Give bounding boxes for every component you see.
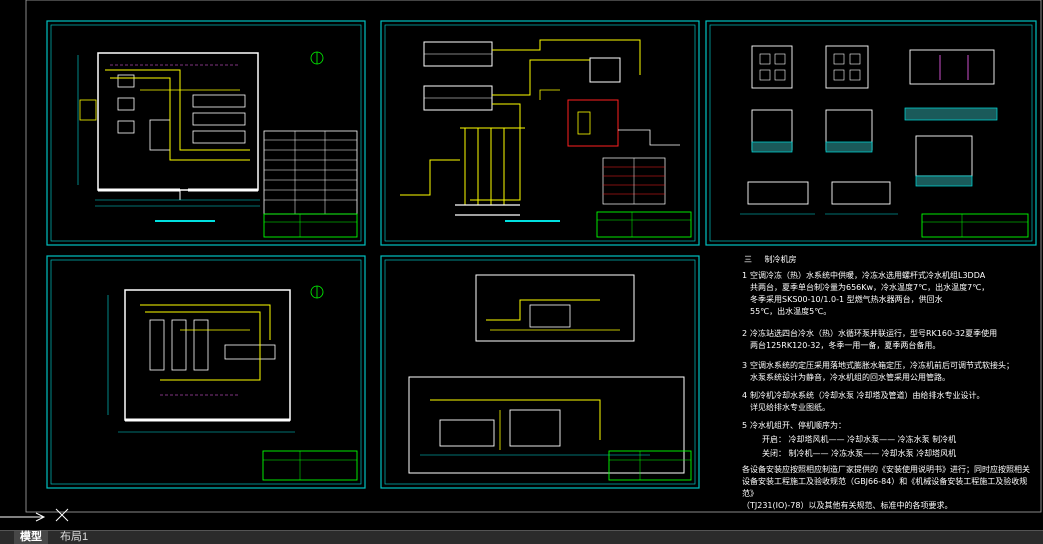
sheet-sections[interactable] (380, 255, 700, 489)
note-item-4: 4 制冷机冷却水系统（冷却水泵 冷却塔及管道）由给排水专业设计。 详见给排水专业… (742, 391, 985, 412)
ucs-axis-icon (0, 508, 69, 522)
notes-section-title: 制冷机房 (764, 255, 797, 264)
outer-frame (25, 0, 1042, 513)
note-item-1: 1 空调冷冻（热）水系统中供暖，冷冻水选用螺杆式冷水机组L3DDA 共两台，夏季… (742, 271, 990, 316)
general-notes: 三 制冷机房 1 空调冷冻（热）水系统中供暖，冷冻水选用螺杆式冷水机组L3DDA… (738, 254, 1038, 516)
notes-section-number: 三 (744, 255, 752, 264)
north-arrow-icon (310, 51, 324, 65)
note-item-3: 3 空调水系统的定压采用落地式膨胀水箱定压，冷冻机前后可调节式软接头； 水泵系统… (742, 361, 1014, 382)
drawing-canvas[interactable] (0, 0, 1043, 530)
sheet-details[interactable] (705, 20, 1037, 246)
note-item-5: 5 冷水机组开、停机顺序为： (742, 421, 846, 430)
shutdown-sequence: 关闭： 制冷机—— 冷冻水泵—— 冷却水泵 冷却塔风机 (762, 449, 957, 458)
sheet-plan-2[interactable] (46, 255, 366, 489)
sheet-schematic[interactable] (380, 20, 700, 246)
tab-layout-1[interactable]: 布局1 (60, 531, 89, 543)
sheet-plan-1[interactable] (46, 20, 366, 246)
layout-tabs: 模型 布局1 (0, 530, 1043, 544)
north-arrow-icon (310, 285, 324, 299)
startup-sequence: 开启： 冷却塔风机—— 冷却水泵—— 冷冻水泵 制冷机 (762, 435, 957, 444)
tab-model[interactable]: 模型 (14, 531, 48, 544)
note-item-2: 2 冷冻站选四台冷水（热）水循环泵并联运行，型号RK160-32夏季使用 两台1… (742, 329, 998, 350)
notes-footer: 各设备安装应按照相应制造厂家提供的《安装使用说明书》进行；同时应按照相关 设备安… (742, 465, 1030, 510)
